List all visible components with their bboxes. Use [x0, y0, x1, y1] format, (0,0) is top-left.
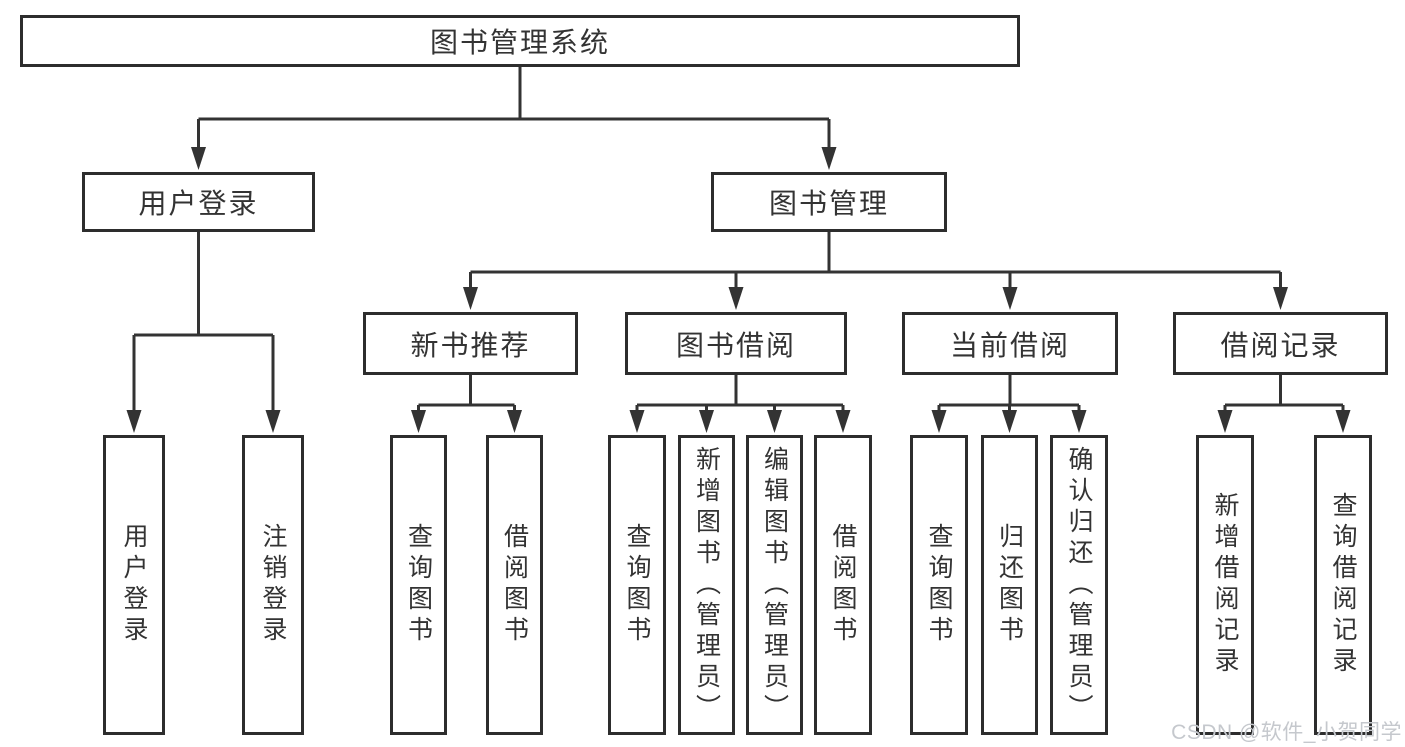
leaf-logout: 注销登录 — [242, 435, 304, 735]
leaf-query-borrow-record: 查询借阅记录 — [1314, 435, 1372, 735]
node-user-login: 用户登录 — [82, 172, 315, 232]
node-book-management: 图书管理 — [711, 172, 947, 232]
node-root-system: 图书管理系统 — [20, 15, 1020, 67]
leaf-borrow-books-recommend: 借阅图书 — [486, 435, 543, 735]
node-borrow-records: 借阅记录 — [1173, 312, 1388, 375]
leaf-user-login: 用户登录 — [103, 435, 165, 735]
leaf-query-books-current: 查询图书 — [910, 435, 968, 735]
leaf-confirm-return-admin: 确认归还（管理员） — [1050, 435, 1108, 735]
arrowhead-icons — [126, 147, 1351, 433]
node-current-borrow: 当前借阅 — [902, 312, 1118, 375]
leaf-edit-books-admin: 编辑图书（管理员） — [746, 435, 803, 735]
leaf-query-books-recommend: 查询图书 — [390, 435, 447, 735]
csdn-watermark: CSDN @软件_小贺同学 — [1171, 721, 1402, 744]
leaf-add-borrow-record: 新增借阅记录 — [1196, 435, 1254, 735]
leaf-borrow-books: 借阅图书 — [814, 435, 872, 735]
node-new-book-recommend: 新书推荐 — [363, 312, 578, 375]
leaf-return-books: 归还图书 — [981, 435, 1038, 735]
tree-edges — [132, 65, 1345, 415]
node-book-borrow: 图书借阅 — [625, 312, 847, 375]
leaf-query-books-borrow: 查询图书 — [608, 435, 666, 735]
leaf-add-books-admin: 新增图书（管理员） — [678, 435, 735, 735]
